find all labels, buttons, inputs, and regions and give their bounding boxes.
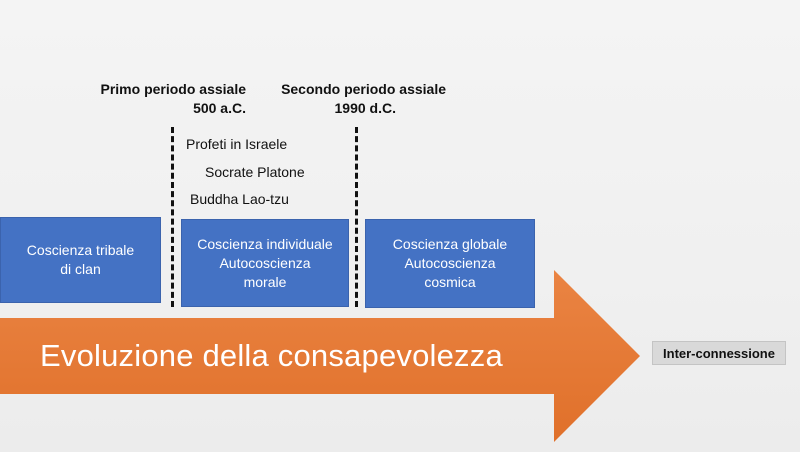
period-date: 1990 d.C. [334, 100, 396, 116]
box-tribal-consciousness: Coscienza tribale di clan [0, 217, 161, 303]
period-label-second: Secondo periodo assiale 1990 d.C. [230, 80, 446, 118]
dashed-divider-first [171, 127, 174, 307]
box-line: di clan [60, 261, 101, 277]
box-line: Coscienza globale [392, 236, 508, 252]
box-global-consciousness: Coscienza globale Autocoscienza cosmica [365, 219, 535, 308]
box-line: Autocoscienza [219, 254, 311, 271]
period-title: Secondo periodo assiale [281, 81, 446, 97]
box-line: Autocoscienza [404, 255, 496, 271]
period-title: Primo periodo assiale [100, 81, 247, 97]
dashed-divider-second [355, 127, 358, 307]
arrow-label: Evoluzione della consapevolezza [40, 338, 503, 373]
box-line: Coscienza tribale [26, 242, 135, 258]
interconnection-label: Inter-connessione [652, 341, 786, 365]
box-line: morale [243, 273, 287, 290]
box-line: cosmica [424, 274, 476, 290]
figure-buddha-laotzu: Buddha Lao-tzu [190, 191, 289, 207]
evolution-arrow [0, 270, 640, 442]
box-line: Coscienza individuale [197, 235, 333, 252]
box-individual-consciousness: Coscienza individuale Autocoscienza mora… [181, 219, 349, 307]
period-date: 500 a.C. [193, 100, 246, 116]
figure-prophets: Profeti in Israele [186, 136, 288, 152]
period-label-first: Primo periodo assiale 500 a.C. [60, 80, 247, 118]
figure-socrates-plato: Socrate Platone [205, 164, 305, 180]
arrow-shape [0, 270, 640, 442]
